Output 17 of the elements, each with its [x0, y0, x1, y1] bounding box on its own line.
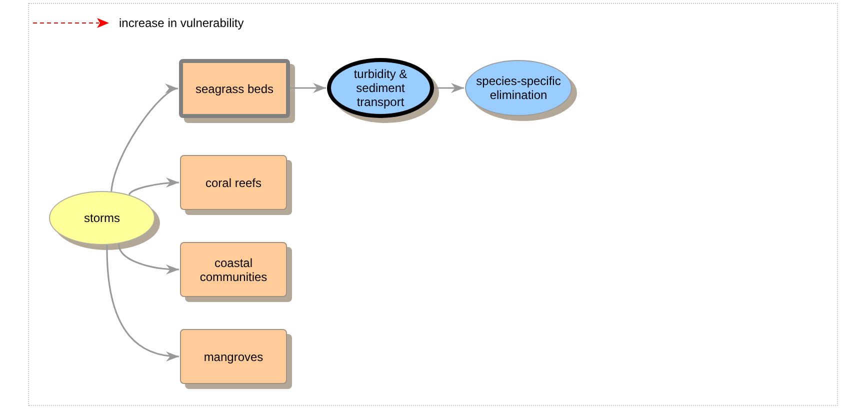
- process-box: [180, 155, 287, 210]
- highlighted-box: [179, 59, 290, 118]
- arrow: [289, 83, 326, 93]
- legend-label: increase in vulnerability: [119, 15, 244, 32]
- oval-node: [49, 191, 155, 245]
- node-label: coastal communities: [198, 256, 268, 284]
- node-label: storms: [84, 211, 120, 225]
- process-box: [180, 242, 287, 297]
- arrow: [118, 244, 180, 274]
- arrow: [432, 83, 464, 93]
- node-label: seagrass beds: [195, 82, 274, 96]
- arrow: [106, 244, 180, 361]
- node-label: species-specific elimination: [475, 74, 562, 102]
- node-label: turbidity & sediment transport: [352, 67, 408, 109]
- process-box: [180, 329, 287, 384]
- node-label: mangroves: [204, 350, 264, 364]
- node-label: coral reefs: [205, 176, 262, 190]
